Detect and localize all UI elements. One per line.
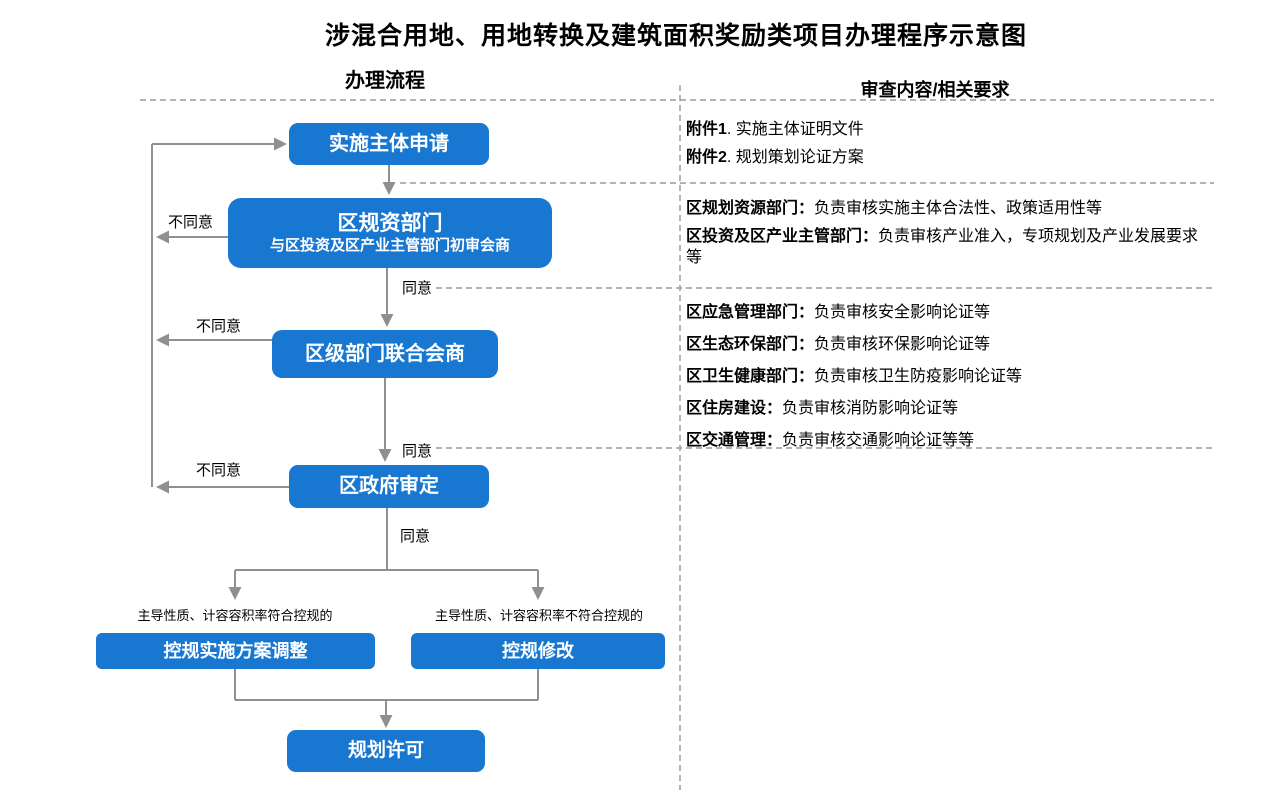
right-column-header: 审查内容/相关要求 <box>860 80 1010 100</box>
review-dept-item: 区应急管理部门：负责审核安全影响论证等 <box>686 302 1213 323</box>
branch-condition-right: 主导性质、计容容积率不符合控规的 <box>434 608 643 623</box>
left-column-header: 办理流程 <box>345 70 425 92</box>
flow-box-district-gov-approval: 区政府审定 <box>289 465 489 508</box>
dept-text: 负责审核卫生防疫影响论证等 <box>814 368 1023 385</box>
review-dept-item: 区投资及区产业主管部门：负责审核产业准入，专项规划及产业发展要求等 <box>686 226 1213 268</box>
flow-box-planning-dept-review: 区规资部门 与区投资及区产业主管部门初审会商 <box>228 198 552 268</box>
flow-box-label: 区规资部门 <box>337 211 443 235</box>
dept-text: 负责审核安全影响论证等 <box>814 304 991 321</box>
review-dept-item: 区规划资源部门：负责审核实施主体合法性、政策适用性等 <box>686 198 1213 219</box>
disagree-label-2: 不同意 <box>196 318 242 335</box>
dept-name: 区交通管理： <box>686 432 783 449</box>
attachment-text: . 实施主体证明文件 <box>726 121 864 138</box>
flow-box-label: 区级部门联合会商 <box>305 342 465 365</box>
dept-text: 负责审核环保影响论证等 <box>814 336 991 353</box>
agree-label-3: 同意 <box>400 528 431 545</box>
flow-box-applicant-apply: 实施主体申请 <box>289 123 489 165</box>
dept-text: 负责审核消防影响论证等 <box>782 400 959 417</box>
agree-label-1: 同意 <box>402 280 433 297</box>
review-dept-item: 区交通管理：负责审核交通影响论证等等 <box>686 430 1213 451</box>
flow-box-plan-implementation-adjust: 控规实施方案调整 <box>96 633 375 669</box>
dept-text: 负责审核产业准入，专项规划及产业发展要求等 <box>686 228 1199 267</box>
flow-box-label: 规划许可 <box>347 740 424 762</box>
flow-box-planning-permit: 规划许可 <box>287 730 485 772</box>
agree-label-2: 同意 <box>402 443 433 460</box>
review-attachment-item: 附件1. 实施主体证明文件 <box>686 119 1213 140</box>
dept-name: 区住房建设： <box>686 400 783 417</box>
dept-name: 区卫生健康部门： <box>686 368 815 385</box>
page-title: 涉混合用地、用地转换及建筑面积奖励类项目办理程序示意图 <box>324 22 1027 50</box>
review-dept-item: 区住房建设：负责审核消防影响论证等 <box>686 398 1213 419</box>
dept-text: 负责审核交通影响论证等等 <box>782 432 975 449</box>
dept-name: 区规划资源部门： <box>686 200 815 217</box>
disagree-label-1: 不同意 <box>168 214 214 231</box>
flow-box-label: 区政府审定 <box>339 475 439 497</box>
review-dept-item: 区卫生健康部门：负责审核卫生防疫影响论证等 <box>686 366 1213 387</box>
dept-name: 区投资及区产业主管部门： <box>686 228 879 245</box>
flow-box-plan-modify: 控规修改 <box>411 633 665 669</box>
attachment-text: . 规划策划论证方案 <box>726 149 864 166</box>
attachment-name: 附件1 <box>686 121 727 138</box>
dept-text: 负责审核实施主体合法性、政策适用性等 <box>814 200 1103 217</box>
dept-name: 区生态环保部门： <box>686 336 815 353</box>
flow-box-label: 实施主体申请 <box>329 132 449 155</box>
attachment-name: 附件2 <box>686 149 727 166</box>
disagree-label-3: 不同意 <box>196 462 242 479</box>
flow-box-label: 控规修改 <box>502 640 574 661</box>
branch-condition-left: 主导性质、计容容积率符合控规的 <box>137 608 333 623</box>
flow-box-sublabel: 与区投资及区产业主管部门初审会商 <box>269 236 510 254</box>
flow-box-joint-review: 区级部门联合会商 <box>272 330 498 378</box>
review-dept-item: 区生态环保部门：负责审核环保影响论证等 <box>686 334 1213 355</box>
review-attachment-item: 附件2. 规划策划论证方案 <box>686 147 1213 168</box>
dept-name: 区应急管理部门： <box>686 304 815 321</box>
flow-box-label: 控规实施方案调整 <box>163 640 308 661</box>
